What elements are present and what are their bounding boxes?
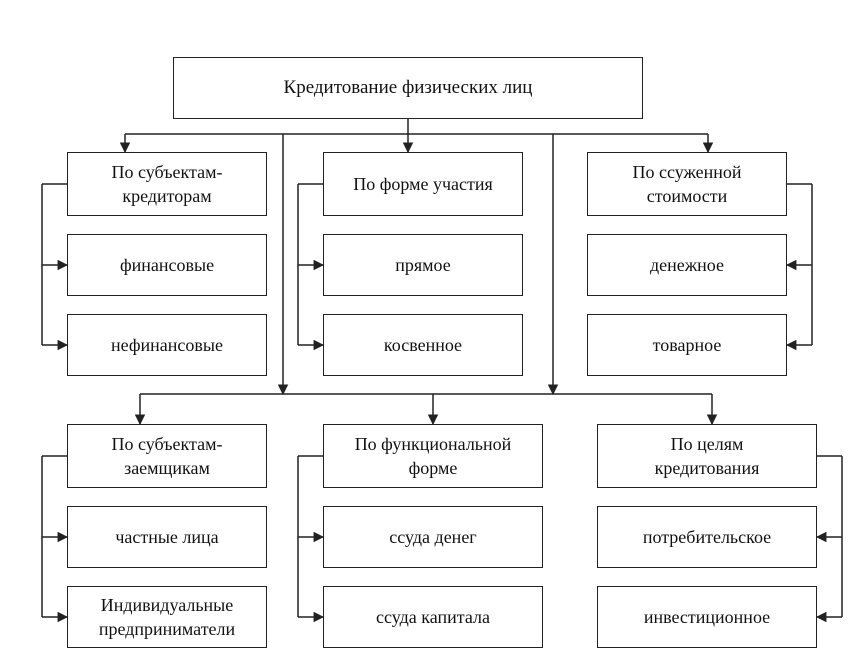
group-2-item-1-box: прямое <box>323 234 523 296</box>
group-1-title-box-text: По субъектам- <box>111 162 223 182</box>
group-5-item-2-box: ссуда капитала <box>323 586 543 648</box>
group-4-title-box: По субъектам-заемщикам <box>67 424 267 488</box>
group-4-item-2-box-text: Индивидуальные <box>100 595 234 615</box>
group-5-item-1-box: ссуда денег <box>323 506 543 568</box>
group-4-title-box-text: По субъектам- <box>111 434 223 454</box>
group-2-item-2-box: косвенное <box>323 314 523 376</box>
group-4-item-1-box: частные лица <box>67 506 267 568</box>
group-1-title-box-text: кредиторам <box>122 186 212 206</box>
group-3-title-box-text: стоимости <box>646 186 728 206</box>
group-6-title-box-text: кредитования <box>654 458 760 478</box>
group-1-item-2-box: нефинансовые <box>67 314 267 376</box>
group-6-item-2-box-text: инвестиционное <box>643 607 771 627</box>
group-3-title-box: По ссуженной стоимости <box>587 152 787 216</box>
group-3-title-box-text: По ссуженной <box>632 162 742 182</box>
group-5-title-box: По функциональной форме <box>323 424 543 488</box>
group-2-item-1-box-text: прямое <box>395 255 451 275</box>
root-box: Кредитование физических лиц <box>173 57 643 119</box>
group-3-item-2-box: товарное <box>587 314 787 376</box>
group-2-title-box: По форме участия <box>323 152 523 216</box>
group-1-title-box: По субъектам-кредиторам <box>67 152 267 216</box>
group-3-item-1-box: денежное <box>587 234 787 296</box>
group-5-item-2-box-text: ссуда капитала <box>376 607 490 627</box>
group-6-item-1-box-text: потребительское <box>642 527 772 547</box>
group-4-item-2-box: Индивидуальные предприниматели <box>67 586 267 648</box>
group-6-title-box-text: По целям <box>670 434 744 454</box>
group-5-title-box-text: форме <box>408 458 458 478</box>
group-4-item-2-box-text: предприниматели <box>98 619 236 639</box>
group-2-item-2-box-text: косвенное <box>383 335 463 355</box>
root-box-text: Кредитование физических лиц <box>283 77 533 98</box>
group-2-title-box-text: По форме участия <box>353 174 493 194</box>
group-1-item-1-box: финансовые <box>67 234 267 296</box>
group-3-item-2-box-text: товарное <box>652 335 722 355</box>
group-6-item-2-box: инвестиционное <box>597 586 817 648</box>
group-5-title-box-text: По функциональной <box>354 434 512 454</box>
connector-lines <box>41 119 843 623</box>
group-6-item-1-box: потребительское <box>597 506 817 568</box>
group-4-item-1-box-text: частные лица <box>115 527 219 547</box>
group-6-title-box: По целям кредитования <box>597 424 817 488</box>
group-1-item-2-box-text: нефинансовые <box>111 335 223 355</box>
group-1-item-1-box-text: финансовые <box>119 255 215 275</box>
group-5-item-1-box-text: ссуда денег <box>389 527 477 547</box>
group-3-item-1-box-text: денежное <box>649 255 725 275</box>
group-4-title-box-text: заемщикам <box>124 458 210 478</box>
